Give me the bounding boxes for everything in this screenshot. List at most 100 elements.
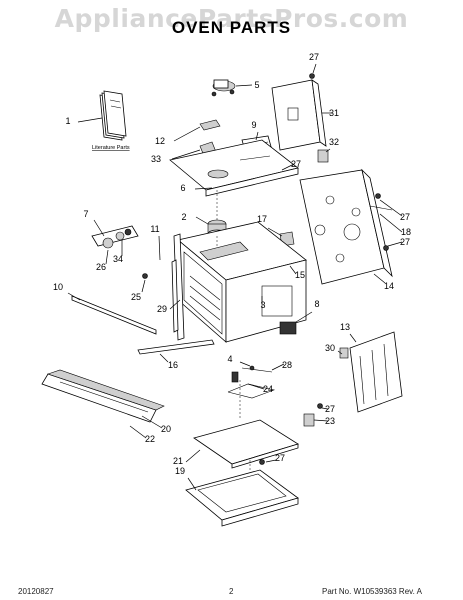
- callout-number: 6: [180, 183, 185, 193]
- callout-leader: [247, 383, 265, 390]
- callout-leader: [141, 415, 163, 429]
- literature-parts-label: Literature Parts: [92, 145, 130, 151]
- callout-number: 19: [175, 466, 185, 476]
- callout-leader: [387, 241, 403, 247]
- footer-page: 2: [229, 587, 234, 596]
- callout-leader: [379, 213, 403, 233]
- callout-number: 25: [131, 292, 141, 302]
- callout-leader: [255, 131, 259, 141]
- callout-leader: [239, 361, 251, 367]
- footer-date: 20120827: [18, 587, 54, 596]
- callout-number: 20: [161, 424, 171, 434]
- callout-leader: [271, 363, 285, 371]
- callout-number: 34: [113, 254, 123, 264]
- callout-leader: [235, 84, 253, 87]
- callout-leader: [373, 273, 386, 284]
- callout-number: 16: [168, 360, 178, 370]
- part-6-top-panel: [169, 139, 299, 197]
- callout-leader: [129, 425, 147, 439]
- callout-number: 14: [384, 281, 394, 291]
- callout-leader: [349, 333, 357, 343]
- callout-number: 30: [325, 343, 335, 353]
- callout-leader: [67, 292, 81, 301]
- callout-number: 27: [291, 159, 301, 169]
- part-10-trim-strip: [71, 295, 157, 335]
- callout-number: 23: [325, 416, 335, 426]
- callout-number: 15: [295, 270, 305, 280]
- callout-number: 29: [157, 304, 167, 314]
- callout-leader: [313, 419, 329, 422]
- part-7-knob-set: [91, 225, 139, 249]
- callout-leader: [337, 350, 343, 355]
- callout-leader: [281, 163, 295, 171]
- part-12-bracket: [199, 119, 221, 131]
- callout-number: 8: [314, 299, 319, 309]
- callout-number: 33: [151, 154, 161, 164]
- callout-leader: [267, 227, 283, 237]
- part-4-igniter: [241, 365, 273, 373]
- callout-number: 28: [282, 360, 292, 370]
- callout-leader: [159, 353, 169, 363]
- part-31-back-panel: [271, 73, 327, 151]
- callout-number: 17: [257, 214, 267, 224]
- callout-number: 2: [181, 212, 186, 222]
- part-19-bottom-frame: [185, 469, 299, 527]
- callout-number: 24: [263, 384, 273, 394]
- callout-number: 27: [400, 237, 410, 247]
- watermark: AppliancePartsPros.com: [54, 4, 409, 33]
- callout-number: 32: [329, 137, 339, 147]
- callout-number: 22: [145, 434, 155, 444]
- part-8-grille: [279, 321, 297, 335]
- callout-number: 27: [309, 52, 319, 62]
- callout-leader: [187, 477, 197, 491]
- part-18-clip: [369, 193, 393, 251]
- guide-lines: [216, 190, 251, 470]
- part-23-bracket: [303, 403, 323, 427]
- callout-number: 4: [227, 354, 232, 364]
- callout-leader: [158, 235, 161, 261]
- callout-number: 3: [260, 300, 265, 310]
- callout-leader: [321, 407, 329, 410]
- callout-leader: [105, 249, 109, 265]
- callout-number: 21: [173, 456, 183, 466]
- callout-number: 1: [65, 116, 70, 126]
- callout-leader: [195, 216, 209, 225]
- callout-number: 11: [150, 224, 159, 234]
- callout-leader: [93, 219, 105, 237]
- part-5-fan-assembly: [211, 79, 236, 97]
- callout-leader: [185, 449, 201, 463]
- callout-number: 5: [254, 80, 259, 90]
- part-literature-booklet: Literature Parts: [92, 90, 130, 151]
- callout-leader: [265, 459, 277, 463]
- part-25-screw: [142, 273, 148, 279]
- callout-number: 9: [251, 120, 256, 130]
- part-24-element: [227, 371, 276, 399]
- callout-leader: [295, 311, 313, 323]
- part-32-clip: [317, 149, 329, 163]
- callout-number: 18: [401, 227, 411, 237]
- callout-number: 31: [329, 108, 339, 118]
- part-27-bottom-screw: [259, 459, 265, 465]
- part-30-clip: [339, 347, 349, 359]
- callout-leader: [141, 279, 146, 293]
- footer-part-number: Part No. W10539363 Rev. A: [322, 587, 422, 596]
- callout-number: 7: [83, 209, 88, 219]
- callout-leader: [171, 149, 201, 160]
- callout-leader: [77, 117, 103, 123]
- callout-leader: [173, 126, 201, 142]
- callout-number: 27: [400, 212, 410, 222]
- part-13-side-shield: [349, 331, 403, 413]
- callout-leader: [312, 63, 317, 74]
- callout-number: 27: [325, 404, 335, 414]
- part-oven-cavity: [177, 221, 307, 343]
- callout-number: 27: [275, 453, 285, 463]
- callout-number: 26: [96, 262, 106, 272]
- callout-number: 10: [53, 282, 63, 292]
- callout-leader: [325, 148, 331, 153]
- callout-number: 12: [155, 136, 165, 146]
- callout-leader: [194, 187, 213, 190]
- page-title: OVEN PARTS: [171, 18, 292, 37]
